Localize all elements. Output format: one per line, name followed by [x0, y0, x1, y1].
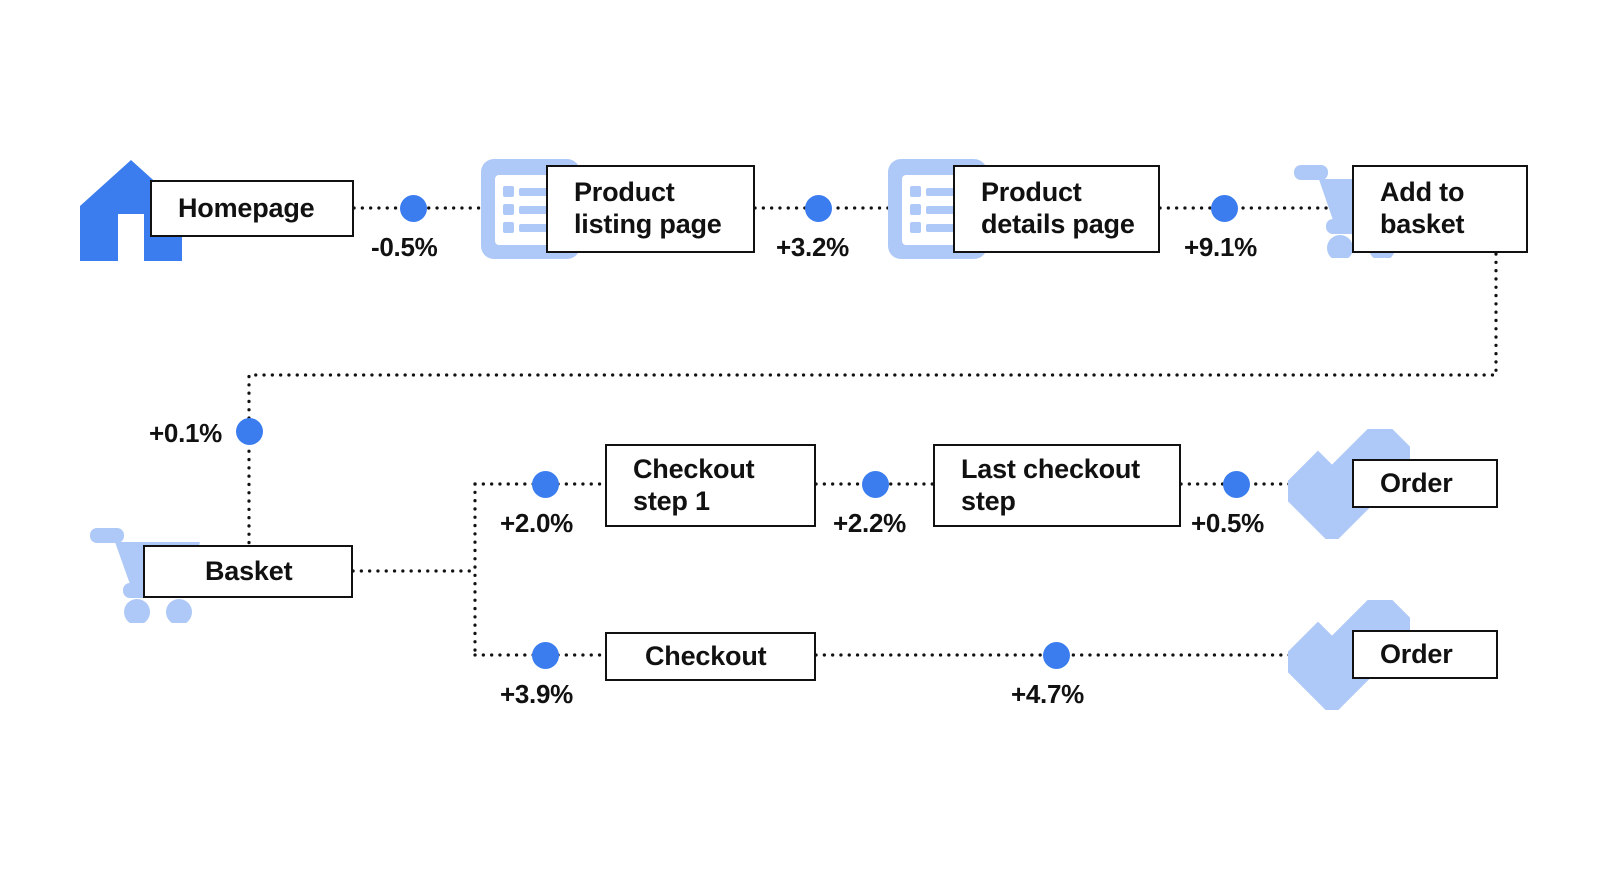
edge-dot-e7[interactable]: [1223, 471, 1250, 498]
edge-dot-e5[interactable]: [532, 471, 559, 498]
label-line-2: basket: [1380, 209, 1465, 239]
edge-value-e4: +0.1%: [149, 418, 222, 448]
edge-dot-e4[interactable]: [236, 418, 263, 445]
node-label-basket: Basket: [205, 555, 293, 586]
node-label-homepage: Homepage: [178, 192, 315, 223]
node-label-checkout: Checkout: [645, 640, 767, 671]
edge-value-e2: +3.2%: [776, 232, 849, 262]
label-line-1: Product: [574, 177, 675, 208]
node-checkout[interactable]: Checkout: [605, 632, 816, 681]
node-order-top[interactable]: Order: [1352, 459, 1498, 508]
edge-value-e9: +4.7%: [1011, 679, 1084, 709]
edge-value-e7: +0.5%: [1191, 508, 1264, 538]
edge-value-e6: +2.2%: [833, 508, 906, 538]
label-line-1: Product: [981, 177, 1082, 208]
edge-dot-e1[interactable]: [400, 195, 427, 222]
edge-value-e5: +2.0%: [500, 508, 573, 538]
label-line-2: step 1: [633, 485, 710, 516]
label-line-2: details page: [981, 209, 1135, 239]
node-order-bottom[interactable]: Order: [1352, 630, 1498, 679]
edge-value-e8: +3.9%: [500, 679, 573, 709]
edge-dot-e6[interactable]: [862, 471, 889, 498]
checkmark-icon: [1288, 600, 1410, 710]
node-homepage[interactable]: Homepage: [150, 180, 354, 237]
label-line-1: Checkout: [633, 453, 755, 484]
label-line-1: Add to: [1380, 177, 1465, 208]
label-line-1: Last checkout: [961, 453, 1140, 484]
label-line-2: listing page: [574, 209, 722, 239]
edge-dot-e9[interactable]: [1043, 642, 1070, 669]
edge-value-e1: -0.5%: [371, 232, 438, 262]
label-line-2: step: [961, 485, 1016, 516]
edge-dot-e2[interactable]: [805, 195, 832, 222]
node-label-order-top: Order: [1380, 467, 1453, 498]
node-basket[interactable]: Basket: [143, 545, 353, 598]
edge-dot-e3[interactable]: [1211, 195, 1238, 222]
edge-value-e3: +9.1%: [1184, 232, 1257, 262]
edge-dot-e8[interactable]: [532, 642, 559, 669]
node-label-order-bottom: Order: [1380, 638, 1453, 669]
